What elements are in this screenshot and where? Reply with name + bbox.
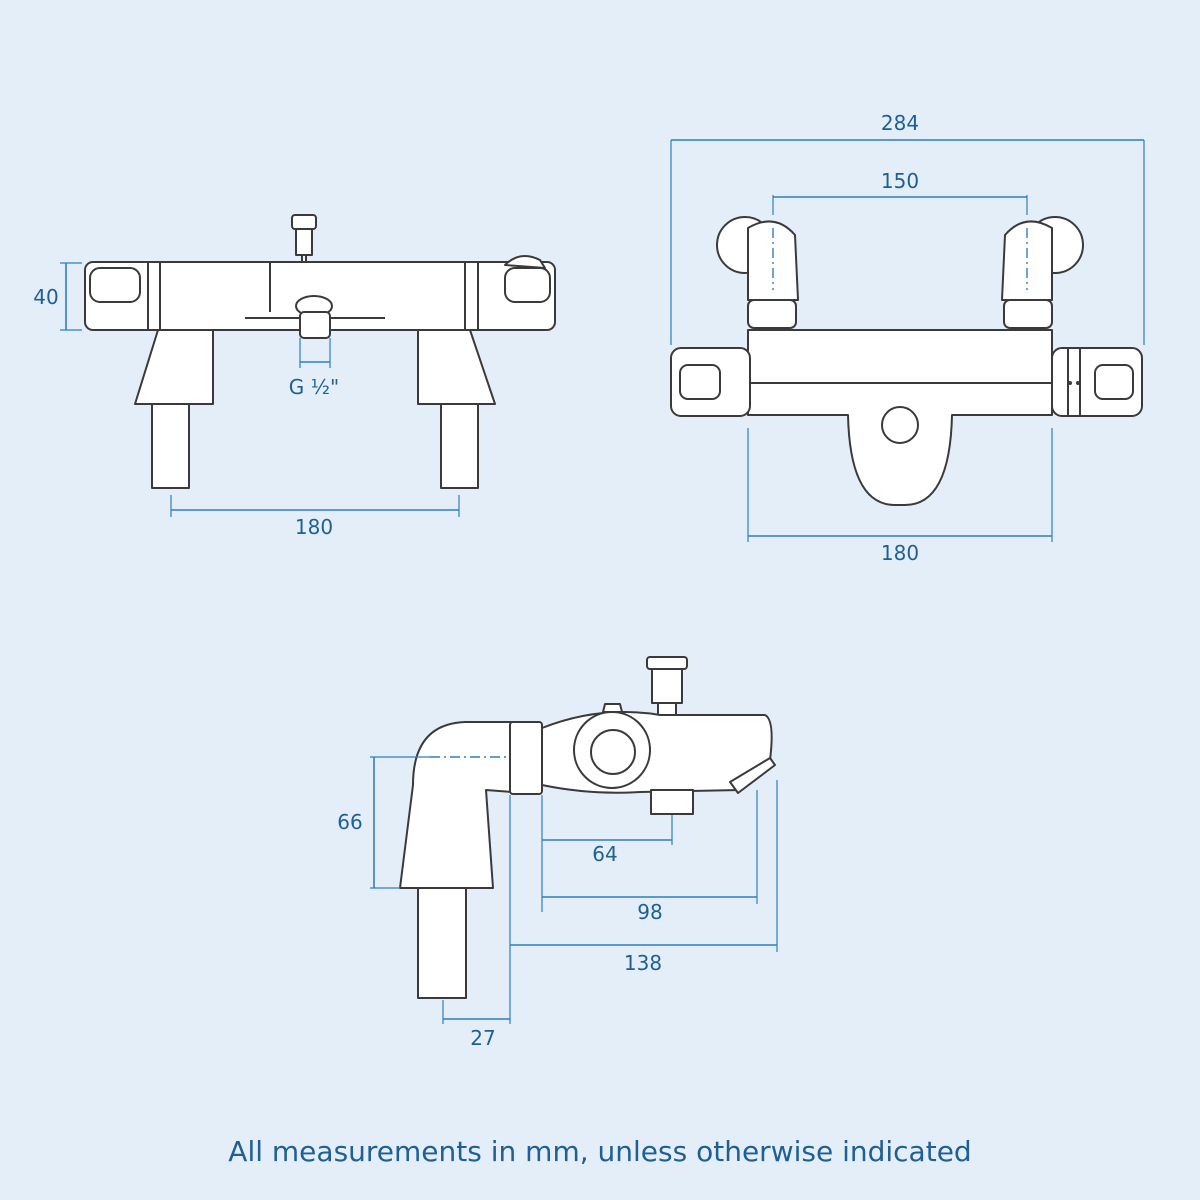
front-legs [134,329,496,489]
dim-180-front-label: 180 [295,515,333,539]
dim-66: 66 [337,756,430,889]
dim-66-label: 66 [337,810,362,834]
dim-150: 150 [772,169,1028,215]
side-collar [509,721,543,795]
top-body [670,329,1143,506]
side-leg [399,721,513,999]
dim-40-label: 40 [33,285,58,309]
inlet-elbows [716,216,1084,329]
dim-thread: G ½" [289,338,339,399]
dim-180-top-label: 180 [881,541,919,565]
top-view: 284 150 [670,111,1145,565]
dim-138: 138 [509,780,778,1024]
dim-27: 27 [442,1000,510,1050]
diverter-knob [291,214,317,264]
dim-27-label: 27 [470,1026,495,1050]
dim-180-top: 180 [747,428,1053,565]
dim-98-label: 98 [637,900,662,924]
dim-40: 40 [33,262,82,331]
side-diverter [646,656,688,716]
dim-64-label: 64 [592,842,617,866]
dim-150-label: 150 [881,169,919,193]
dim-284: 284 [670,111,1145,345]
dim-98: 98 [542,790,758,924]
dim-thread-label: G ½" [289,375,339,399]
dim-138-label: 138 [624,951,662,975]
dim-180-front: 180 [170,495,460,539]
front-spout [295,295,333,339]
dim-64: 64 [541,795,673,912]
footer-note: All measurements in mm, unless otherwise… [228,1135,972,1168]
side-body [541,703,776,815]
side-view: 66 64 98 138 27 [337,656,778,1050]
front-view: 40 G ½" 180 [33,214,556,539]
dim-284-label: 284 [881,111,919,135]
